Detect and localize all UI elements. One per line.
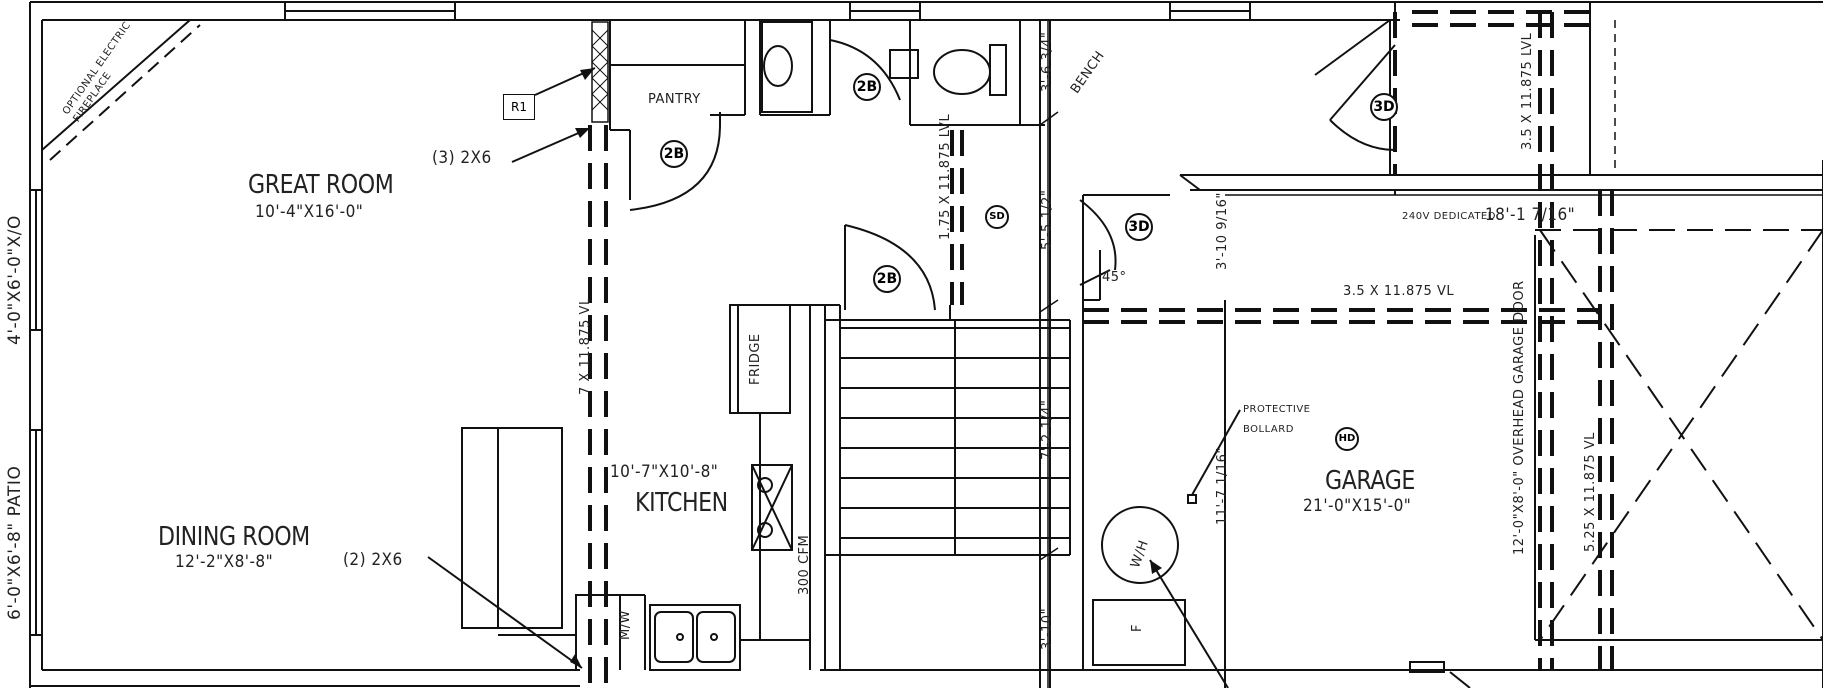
tag-r1: R1 — [503, 94, 535, 120]
window-left-lower-label: 6'-0"X6'-8" PATIO — [5, 465, 25, 620]
great-room-label: GREAT ROOM — [248, 170, 394, 200]
beam-175-label: 1.75 X 11.875 LVL — [938, 113, 953, 240]
kitchen-cabinets — [575, 304, 811, 671]
dim-d4: 3'-10" — [1040, 607, 1055, 650]
beams — [588, 10, 1614, 688]
dim-d6: 18'-1 7/16" — [1485, 205, 1576, 225]
kitchen-size: 10'-7"X10'-8" — [610, 462, 719, 482]
garage-elements — [1092, 190, 1823, 688]
stairs — [840, 320, 1070, 555]
pantry-label: PANTRY — [648, 92, 701, 107]
dim-d5: 3'-10 9/16" — [1215, 192, 1230, 270]
door-swings — [629, 39, 1396, 311]
hatched-post — [591, 21, 609, 123]
fridge-label: FRIDGE — [748, 333, 763, 385]
great-room-size: 10'-4"X16'-0" — [255, 202, 364, 222]
left-windows — [29, 189, 43, 636]
three-2x6-label: (3) 2X6 — [432, 148, 492, 168]
heat-detector-symbol: HD — [1335, 427, 1359, 451]
dim-d3: 7'-2 1/4" — [1040, 399, 1055, 460]
two-2x6-label: (2) 2X6 — [343, 550, 403, 570]
fireplace — [41, 19, 201, 161]
beam-35-lvl-label: 3.5 X 11.875 LVL — [1520, 32, 1535, 150]
top-windows — [284, 1, 1251, 21]
range — [751, 464, 793, 551]
mw-label: M/W — [618, 610, 633, 640]
dimension-lines — [1039, 20, 1823, 688]
window-left-upper-label: 4'-0"X6'-0"X/O — [5, 215, 25, 345]
door-tag-2b-pantry: 2B — [660, 140, 688, 168]
door-tag-3d-garage: 3D — [1125, 213, 1153, 241]
smoke-detector-symbol: SD — [985, 205, 1009, 229]
bollard-label: PROTECTIVE BOLLARD — [1243, 404, 1311, 435]
garage-label: GARAGE — [1325, 466, 1415, 496]
dining-room-label: DINING ROOM — [158, 522, 310, 552]
hood-label: 300 CFM — [797, 534, 812, 595]
dim-d2: 5'-5 1/2" — [1040, 189, 1055, 250]
interior-walls — [609, 2, 1823, 688]
dim-d7: 11'-7 1/16" — [1215, 447, 1230, 525]
dim-d1: 3'-6 3/4" — [1040, 31, 1055, 92]
garage-size: 21'-0"X15'-0" — [1303, 496, 1412, 516]
beam-35-vl-label: 3.5 X 11.875 VL — [1343, 284, 1455, 299]
kitchen-label: KITCHEN — [635, 488, 728, 518]
door-tag-2b-bath: 2B — [853, 73, 881, 101]
door-tag-3d-entry: 3D — [1370, 93, 1398, 121]
door-tag-2b-stair: 2B — [873, 265, 901, 293]
bathroom-fixtures — [761, 21, 1007, 113]
angle-label: 45° — [1102, 270, 1127, 285]
beam-7x-label: 7 X 11.875 VL — [578, 297, 593, 395]
exterior-walls — [29, 1, 1823, 688]
leader-arrows — [427, 67, 1471, 688]
dining-room-size: 12'-2"X8'-8" — [175, 552, 274, 572]
arrow-heads — [570, 68, 1162, 668]
garage-door-outline — [1535, 229, 1823, 641]
furnace-label: F — [1130, 624, 1145, 632]
dedicated-label: 240V DEDICATED — [1402, 211, 1496, 222]
garage-door-label: 12'-0"X8'-0" OVERHEAD GARAGE DOOR — [1512, 280, 1527, 555]
dining-buffet — [461, 427, 575, 636]
beam-525-label: 5.25 X 11.875 VL — [1583, 432, 1598, 552]
